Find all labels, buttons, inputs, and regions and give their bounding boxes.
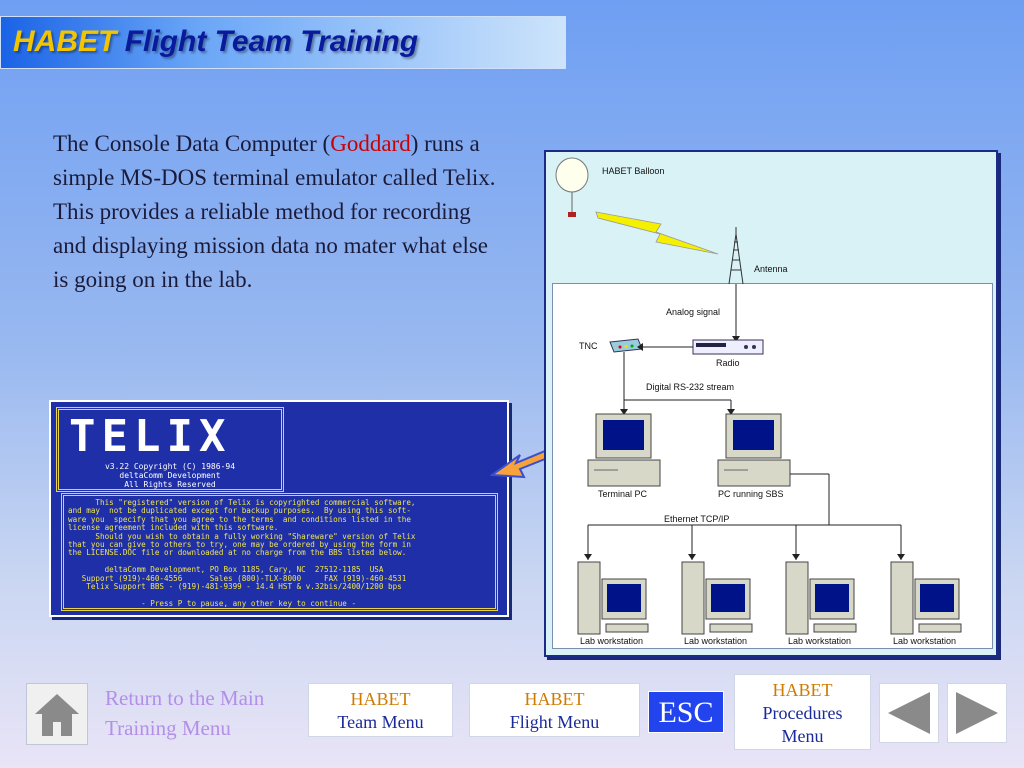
flight-menu-l2: Flight Menu xyxy=(509,712,600,732)
flight-menu-button[interactable]: HABET Flight Menu xyxy=(469,683,640,737)
home-icon xyxy=(35,694,79,736)
workstation-label: Lab workstation xyxy=(580,636,644,646)
procedures-menu-l2: Procedures xyxy=(762,703,843,723)
workstation-icon-1 xyxy=(577,561,649,635)
triangle-left-icon xyxy=(888,692,930,734)
telix-screen: TELIX v3.22 Copyright (C) 1986-94 deltaC… xyxy=(49,400,509,617)
goddard-highlight: Goddard xyxy=(330,131,411,156)
ethernet-label: Ethernet TCP/IP xyxy=(664,514,730,524)
desc-after: ) runs a simple MS-DOS terminal emulator… xyxy=(53,131,496,292)
workstation-icon-2 xyxy=(681,561,753,635)
team-menu-l1: HABET xyxy=(350,689,411,709)
triangle-right-icon xyxy=(956,692,998,734)
telix-version: v3.22 Copyright (C) 1986-94 xyxy=(104,462,236,471)
balloon-label: HABET Balloon xyxy=(602,166,665,176)
balloon-icon xyxy=(555,157,589,217)
previous-button[interactable] xyxy=(879,683,939,743)
telix-logo-box: TELIX v3.22 Copyright (C) 1986-94 deltaC… xyxy=(56,407,284,492)
procedures-menu-button[interactable]: HABET Procedures Menu xyxy=(734,674,871,750)
sbs-pc-label: PC running SBS xyxy=(718,489,784,499)
workstation-icon-3 xyxy=(785,561,857,635)
radio-label: Radio xyxy=(716,358,740,368)
rs232-label: Digital RS-232 stream xyxy=(646,382,735,392)
telix-rights: All Rights Reserved xyxy=(124,480,216,489)
network-diagram: HABET Balloon Antenna Analog signal TNC … xyxy=(544,150,998,657)
workstation-label: Lab workstation xyxy=(893,636,957,646)
telix-company: deltaComm Development xyxy=(119,471,221,480)
team-menu-button[interactable]: HABET Team Menu xyxy=(308,683,453,737)
home-button[interactable] xyxy=(26,683,88,745)
next-button[interactable] xyxy=(947,683,1007,743)
tnc-label: TNC xyxy=(579,341,598,351)
sbs-pc-icon xyxy=(717,413,791,487)
title-habet: HABET xyxy=(13,25,117,58)
title-bar: HABET Flight Team Training xyxy=(0,16,566,69)
workstation-label: Lab workstation xyxy=(788,636,852,646)
esc-button[interactable]: ESC xyxy=(648,691,724,733)
team-menu-l2: Team Menu xyxy=(337,712,424,732)
terminal-pc-label: Terminal PC xyxy=(598,489,648,499)
terminal-pc-icon xyxy=(587,413,661,487)
workstation-icon-4 xyxy=(890,561,962,635)
radio-icon xyxy=(692,339,764,355)
tnc-icon xyxy=(609,338,643,353)
return-main-menu-link[interactable]: Return to the Main Training Menu xyxy=(105,686,265,740)
lightning-icon xyxy=(595,211,719,255)
workstation-label: Lab workstation xyxy=(684,636,748,646)
desc-before: The Console Data Computer ( xyxy=(53,131,331,156)
antenna-icon xyxy=(728,227,744,285)
procedures-menu-l1: HABET xyxy=(772,680,833,700)
flight-menu-l1: HABET xyxy=(524,689,585,709)
description-text: The Console Data Computer (Goddard) runs… xyxy=(53,127,498,297)
title-rest: Flight Team Training xyxy=(124,25,419,58)
procedures-menu-l3: Menu xyxy=(781,726,824,746)
analog-signal-label: Analog signal xyxy=(666,307,721,317)
telix-copyright: v3.22 Copyright (C) 1986-94 deltaComm De… xyxy=(59,462,281,489)
telix-logo: TELIX xyxy=(69,411,232,462)
antenna-label: Antenna xyxy=(754,264,788,274)
diagram-drawing xyxy=(555,157,962,635)
page-title: HABET Flight Team Training xyxy=(13,25,418,59)
telix-message: This "registered" version of Telix is co… xyxy=(61,493,498,611)
